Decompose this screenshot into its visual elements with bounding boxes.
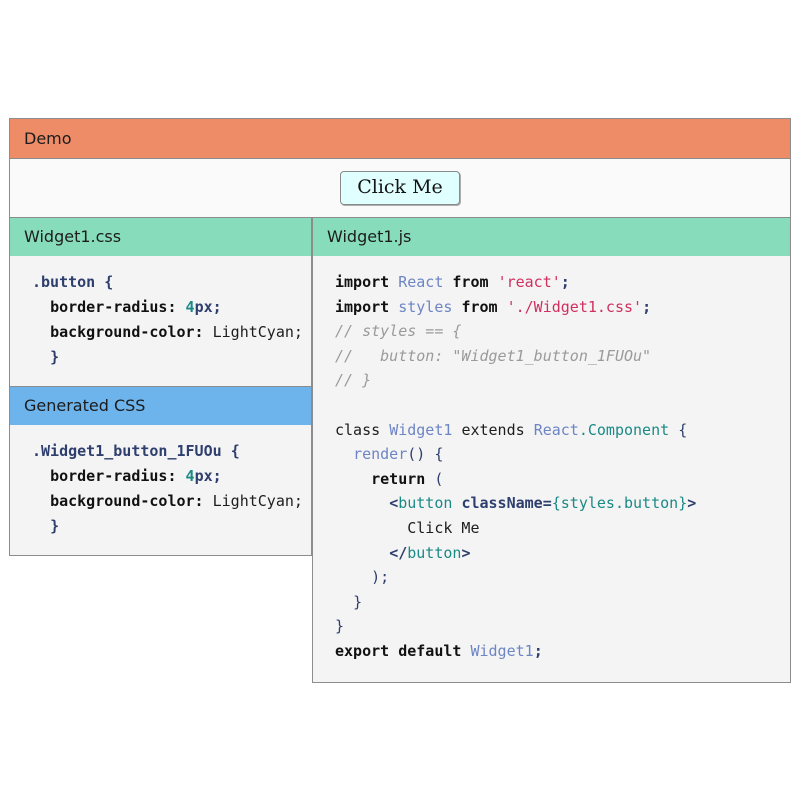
demo-stage: Click Me bbox=[10, 159, 790, 217]
js-token-comment-1: // styles == { bbox=[335, 322, 462, 341]
gen-token-selector: .Widget1_button_1FUOu bbox=[32, 442, 222, 460]
codepen-root: Demo Click Me Widget1.css .button { bord… bbox=[9, 118, 791, 683]
gen-token-num: 4 bbox=[185, 467, 195, 485]
widget1-js-panel-header: Widget1.js bbox=[313, 218, 790, 256]
js-token-closetag-gt: > bbox=[461, 543, 471, 562]
widget1-css-code[interactable]: .button { border-radius: 4px; background… bbox=[10, 256, 311, 386]
js-token-tag-name: button bbox=[398, 494, 453, 513]
css-token-prop-border-radius: border-radius: bbox=[50, 298, 177, 316]
js-token-attr-brace-open: { bbox=[551, 494, 561, 513]
js-token-base-object: React bbox=[533, 420, 579, 439]
js-token-comment-3: // } bbox=[335, 371, 372, 390]
css-token-value-lightcyan: LightCyan; bbox=[212, 323, 303, 341]
widget1-js-panel: Widget1.js import React from 'react'; im… bbox=[312, 217, 791, 683]
js-token-close-paren: ); bbox=[371, 568, 390, 587]
gen-token-brace-open: { bbox=[230, 442, 240, 460]
gen-token-semicolon: ; bbox=[212, 467, 222, 485]
js-token-base-property: .Component bbox=[578, 420, 670, 439]
gen-token-brace-close: } bbox=[50, 517, 60, 535]
js-token-attr-name: className bbox=[461, 494, 543, 513]
js-token-extends-kw: extends bbox=[461, 420, 525, 439]
left-column: Widget1.css .button { border-radius: 4px… bbox=[9, 217, 312, 556]
css-token-prop-background-b: color: bbox=[149, 323, 204, 341]
js-token-import2-semi: ; bbox=[642, 297, 652, 316]
css-token-unit: px bbox=[194, 298, 213, 316]
js-token-render-parens: () { bbox=[407, 445, 444, 464]
demo-panel-title: Demo bbox=[24, 129, 72, 148]
js-token-close-brace-inner: } bbox=[353, 592, 363, 611]
demo-panel: Demo Click Me bbox=[9, 118, 791, 217]
js-token-export-name: Widget1 bbox=[470, 641, 534, 660]
gen-token-prop-background-b: color: bbox=[149, 492, 204, 510]
css-token-brace-open: { bbox=[104, 273, 114, 291]
generated-css-code[interactable]: .Widget1_button_1FUOu { border-radius: 4… bbox=[10, 425, 311, 555]
js-token-tag-gt: > bbox=[687, 494, 697, 513]
css-token-selector: .button bbox=[32, 273, 96, 291]
js-token-attr-eq: = bbox=[542, 494, 552, 513]
js-token-child-text: Click Me bbox=[407, 518, 480, 537]
js-token-comment-2: // button: "Widget1_button_1FUOu" bbox=[335, 346, 652, 365]
js-token-import2-name: styles bbox=[398, 297, 453, 316]
widget1-css-panel-header: Widget1.css bbox=[10, 218, 311, 256]
js-token-return-kw: return bbox=[371, 469, 426, 488]
gen-token-prop-border-radius: border-radius: bbox=[50, 467, 177, 485]
widget1-js-panel-title: Widget1.js bbox=[327, 227, 412, 246]
js-token-import1-kw: import bbox=[335, 273, 390, 291]
panels-row: Widget1.css .button { border-radius: 4px… bbox=[9, 217, 791, 683]
js-token-close-brace-outer: } bbox=[335, 617, 345, 636]
js-token-tag-open: < bbox=[389, 494, 399, 513]
widget1-js-code[interactable]: import React from 'react'; import styles… bbox=[313, 256, 790, 682]
gen-token-value-lightcyan: LightCyan; bbox=[212, 492, 303, 510]
js-token-attr-brace-close: } bbox=[678, 494, 688, 513]
js-token-closetag-name: button bbox=[407, 543, 462, 562]
js-token-import1-semi: ; bbox=[560, 273, 570, 291]
js-token-import2-kw: import bbox=[335, 297, 390, 316]
js-token-attr-object: styles bbox=[560, 494, 615, 513]
js-token-closetag-open: </ bbox=[389, 543, 408, 562]
js-token-class-brace: { bbox=[678, 420, 688, 439]
gen-token-unit: px bbox=[194, 467, 213, 485]
widget1-css-panel-title: Widget1.css bbox=[24, 227, 122, 246]
js-token-class-name: Widget1 bbox=[389, 420, 453, 439]
generated-css-panel: Generated CSS .Widget1_button_1FUOu { bo… bbox=[9, 387, 312, 556]
js-token-render-name: render bbox=[353, 445, 408, 464]
js-token-import1-string: 'react' bbox=[497, 273, 561, 291]
css-token-brace-close: } bbox=[50, 348, 60, 366]
js-token-return-paren: ( bbox=[434, 469, 444, 488]
css-token-semicolon: ; bbox=[212, 298, 222, 316]
click-me-button[interactable]: Click Me bbox=[340, 170, 460, 206]
generated-css-panel-title: Generated CSS bbox=[24, 396, 146, 415]
generated-css-panel-header: Generated CSS bbox=[10, 387, 311, 425]
js-token-attr-property: .button bbox=[614, 494, 679, 513]
js-token-import1-from: from bbox=[452, 273, 489, 291]
js-token-class-kw: class bbox=[335, 420, 381, 439]
css-token-prop-background-a: background- bbox=[50, 323, 150, 341]
demo-panel-header: Demo bbox=[10, 119, 790, 159]
js-token-export-semi: ; bbox=[533, 641, 543, 660]
js-token-import1-name: React bbox=[398, 273, 444, 291]
gen-token-prop-background-a: background- bbox=[50, 492, 150, 510]
right-column: Widget1.js import React from 'react'; im… bbox=[312, 217, 791, 683]
js-token-import2-from: from bbox=[461, 297, 498, 316]
js-token-import2-string: './Widget1.css' bbox=[506, 297, 643, 316]
js-token-export-kw: export default bbox=[335, 641, 462, 660]
css-token-num: 4 bbox=[185, 298, 195, 316]
widget1-css-panel: Widget1.css .button { border-radius: 4px… bbox=[9, 217, 312, 387]
